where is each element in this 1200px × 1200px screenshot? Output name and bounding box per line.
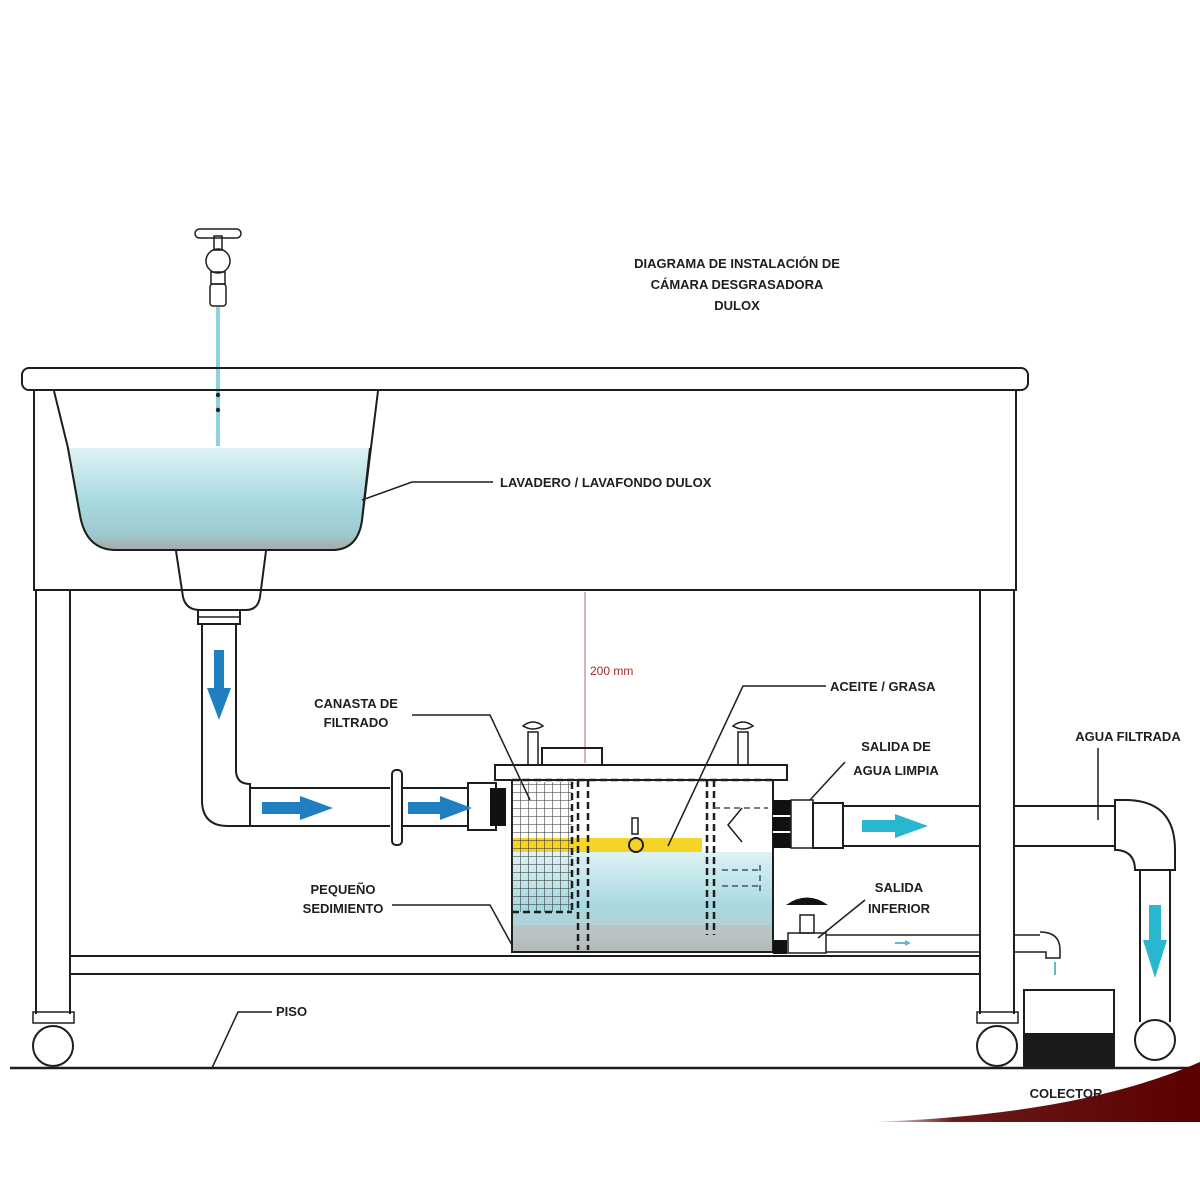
label-bottom-outlet-1: SALIDA — [875, 880, 924, 895]
dimension-label: 200 mm — [590, 664, 633, 678]
grease-trap-tank — [494, 747, 788, 954]
flow-arrow-icon — [408, 796, 472, 820]
lid-bolt-right — [731, 721, 755, 766]
label-sediment-2: SEDIMIENTO — [303, 901, 384, 916]
flow-arrow-icon — [862, 814, 928, 838]
inlet-pipe — [201, 625, 506, 846]
lid-handle — [541, 747, 603, 766]
pipe-flange — [391, 769, 403, 846]
title-line-1: DIAGRAMA DE INSTALACIÓN DE — [634, 256, 840, 271]
faucet-icon — [194, 228, 242, 307]
bottom-outlet — [786, 897, 1061, 975]
float-icon — [628, 837, 644, 853]
diagram-title: DIAGRAMA DE INSTALACIÓN DE CÁMARA DESGRA… — [634, 256, 840, 313]
label-sink: LAVADERO / LAVAFONDO DULOX — [500, 475, 712, 490]
label-clean-outlet-1: SALIDA DE — [861, 739, 931, 754]
label-floor: PISO — [276, 1004, 307, 1019]
collector — [1023, 989, 1115, 1068]
label-clean-outlet-2: AGUA LIMPIA — [853, 763, 939, 778]
outlet-pipe — [773, 799, 1176, 1061]
decorative-swoosh — [870, 1062, 1200, 1122]
title-line-2: CÁMARA DESGRASADORA — [651, 277, 824, 292]
flow-arrow-icon — [262, 796, 333, 820]
filter-basket — [512, 782, 572, 912]
label-bottom-outlet-2: INFERIOR — [868, 901, 931, 916]
lid-bolt-left — [521, 721, 545, 766]
sink-table — [21, 367, 1029, 1067]
label-collector: COLECTOR — [1030, 1086, 1103, 1101]
sink-basin — [53, 390, 379, 625]
title-line-3: DULOX — [714, 298, 760, 313]
label-sediment-1: PEQUEÑO — [310, 882, 375, 897]
label-basket-2: FILTRADO — [324, 715, 389, 730]
flow-arrow-icon — [207, 650, 231, 720]
label-filtered-water: AGUA FILTRADA — [1075, 729, 1181, 744]
wheel-right — [976, 1025, 1018, 1067]
wheel-left — [32, 1025, 74, 1067]
leader-lines — [211, 481, 1099, 1069]
flow-arrow-icon — [1143, 905, 1167, 978]
label-oil: ACEITE / GRASA — [830, 679, 936, 694]
valve-handle-icon — [786, 897, 828, 905]
label-basket-1: CANASTA DE — [314, 696, 398, 711]
